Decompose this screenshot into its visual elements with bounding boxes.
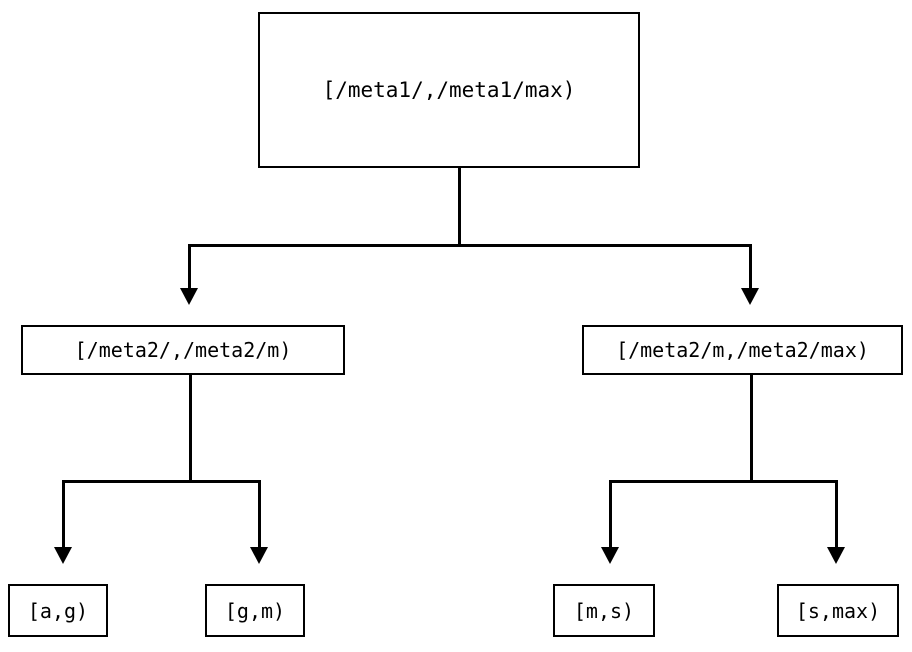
node-mid-left[interactable]: [/meta2/,/meta2/m) (21, 325, 345, 375)
arrow-head-icon-to-leaf-2 (250, 547, 268, 564)
arrow-head-icon-to-mid-left (180, 288, 198, 305)
edge-mid-right-to-leaf-4-drop (835, 480, 838, 548)
edge-mid-left-to-leaf-2-drop (258, 480, 261, 548)
edge-mid-left-to-leaf-1-drop (62, 480, 65, 548)
arrow-head-icon-to-leaf-4 (827, 547, 845, 564)
edge-mid-left-bus (62, 480, 261, 483)
edge-mid-right-stem (750, 375, 753, 482)
node-mid-left-label: [/meta2/,/meta2/m) (74, 338, 292, 362)
node-mid-right-label: [/meta2/m,/meta2/max) (616, 338, 869, 362)
edge-root-to-mid-left-drop (188, 244, 191, 289)
arrow-head-icon-to-leaf-3 (601, 547, 619, 564)
node-root[interactable]: [/meta1/,/meta1/max) (258, 12, 640, 168)
node-mid-right[interactable]: [/meta2/m,/meta2/max) (582, 325, 903, 375)
arrow-head-icon-to-leaf-1 (54, 547, 72, 564)
node-leaf-2-label: [g,m) (224, 598, 286, 623)
edge-root-to-mid-right-drop (749, 244, 752, 289)
edge-mid-right-bus (609, 480, 838, 483)
node-leaf-3-label: [m,s) (573, 598, 635, 623)
node-leaf-4[interactable]: [s,max) (777, 584, 899, 637)
edge-root-stem (458, 168, 461, 246)
node-root-label: [/meta1/,/meta1/max) (322, 77, 576, 102)
node-leaf-3[interactable]: [m,s) (553, 584, 655, 637)
node-leaf-2[interactable]: [g,m) (205, 584, 305, 637)
node-leaf-1[interactable]: [a,g) (8, 584, 108, 637)
arrow-head-icon-to-mid-right (741, 288, 759, 305)
edge-root-bus (188, 244, 752, 247)
node-leaf-1-label: [a,g) (27, 598, 89, 623)
node-leaf-4-label: [s,max) (795, 598, 881, 623)
edge-mid-left-stem (189, 375, 192, 482)
edge-mid-right-to-leaf-3-drop (609, 480, 612, 548)
